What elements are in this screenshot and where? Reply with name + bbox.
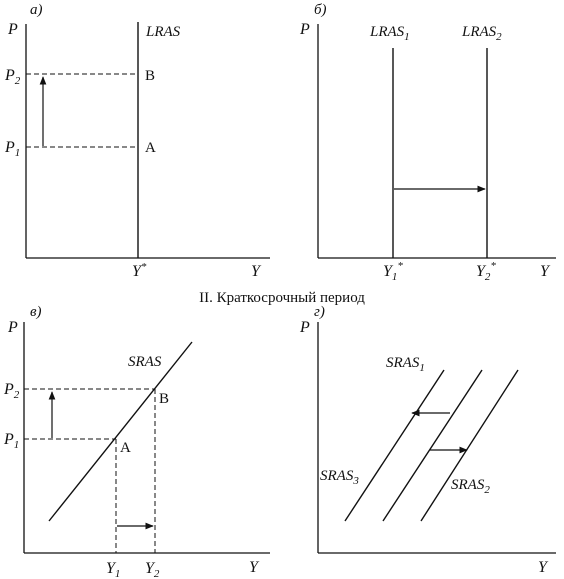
panel-v-p2-label: P2 bbox=[3, 381, 20, 401]
section-title: II. Краткосрочный период bbox=[199, 290, 365, 306]
panel-b-y2star-label: Y2* bbox=[476, 260, 496, 283]
panel-a-x-axis-label: Y bbox=[251, 263, 262, 280]
panel-g-sras2-label: SRAS2 bbox=[451, 477, 490, 496]
panel-v-sras-line bbox=[48, 341, 193, 522]
panel-b-label: б) bbox=[314, 2, 327, 18]
panel-g-sras3-label: SRAS3 bbox=[320, 468, 359, 487]
panel-a-point-a: A bbox=[145, 140, 156, 156]
panel-b-lras1-label: LRAS1 bbox=[369, 24, 410, 43]
panel-v-p1-label: P1 bbox=[3, 431, 19, 451]
panel-g-sras2-line bbox=[420, 369, 519, 522]
panel-v: в) P Y SRAS P2 P1 B A Y1 Y2 bbox=[3, 304, 270, 579]
panel-b-x-axis-label: Y bbox=[540, 263, 551, 280]
panel-g-x-axis-label: Y bbox=[538, 559, 549, 576]
panel-a-lras-label: LRAS bbox=[145, 24, 181, 40]
panel-g-sras3-line bbox=[344, 369, 445, 522]
panel-a-y-axis-label: P bbox=[7, 21, 18, 38]
panel-a-p2-label: P2 bbox=[4, 67, 21, 87]
panel-b-lras2-label: LRAS2 bbox=[461, 24, 502, 43]
panel-a-point-b: B bbox=[145, 68, 155, 84]
panel-v-label: в) bbox=[30, 304, 42, 320]
panel-b: б) P Y LRAS1 LRAS2 Y1* Y2* bbox=[299, 2, 556, 283]
panel-b-y1star-label: Y1* bbox=[383, 260, 403, 283]
panel-g: г) P Y SRAS1 SRAS3 SRAS2 bbox=[299, 304, 556, 576]
panel-b-y-axis-label: P bbox=[299, 21, 310, 38]
panel-a: а) P Y LRAS P2 P1 B A Y* bbox=[4, 2, 270, 280]
panel-v-y-axis-label: P bbox=[7, 319, 18, 336]
panel-v-x-axis-label: Y bbox=[249, 559, 260, 576]
panel-a-ystar-label: Y* bbox=[132, 261, 147, 280]
panel-a-p1-label: P1 bbox=[4, 139, 20, 159]
panel-v-y2-label: Y2 bbox=[145, 560, 160, 579]
panel-v-sras-label: SRAS bbox=[128, 354, 162, 370]
panel-v-y1-label: Y1 bbox=[106, 560, 120, 579]
panel-v-point-b: B bbox=[159, 391, 169, 407]
panel-g-label: г) bbox=[314, 304, 325, 320]
panel-a-label: а) bbox=[30, 2, 43, 18]
panel-g-sras1-label: SRAS1 bbox=[386, 355, 425, 374]
panel-v-point-a: A bbox=[120, 440, 131, 456]
panel-g-sras1-line bbox=[382, 369, 483, 522]
panel-g-y-axis-label: P bbox=[299, 319, 310, 336]
